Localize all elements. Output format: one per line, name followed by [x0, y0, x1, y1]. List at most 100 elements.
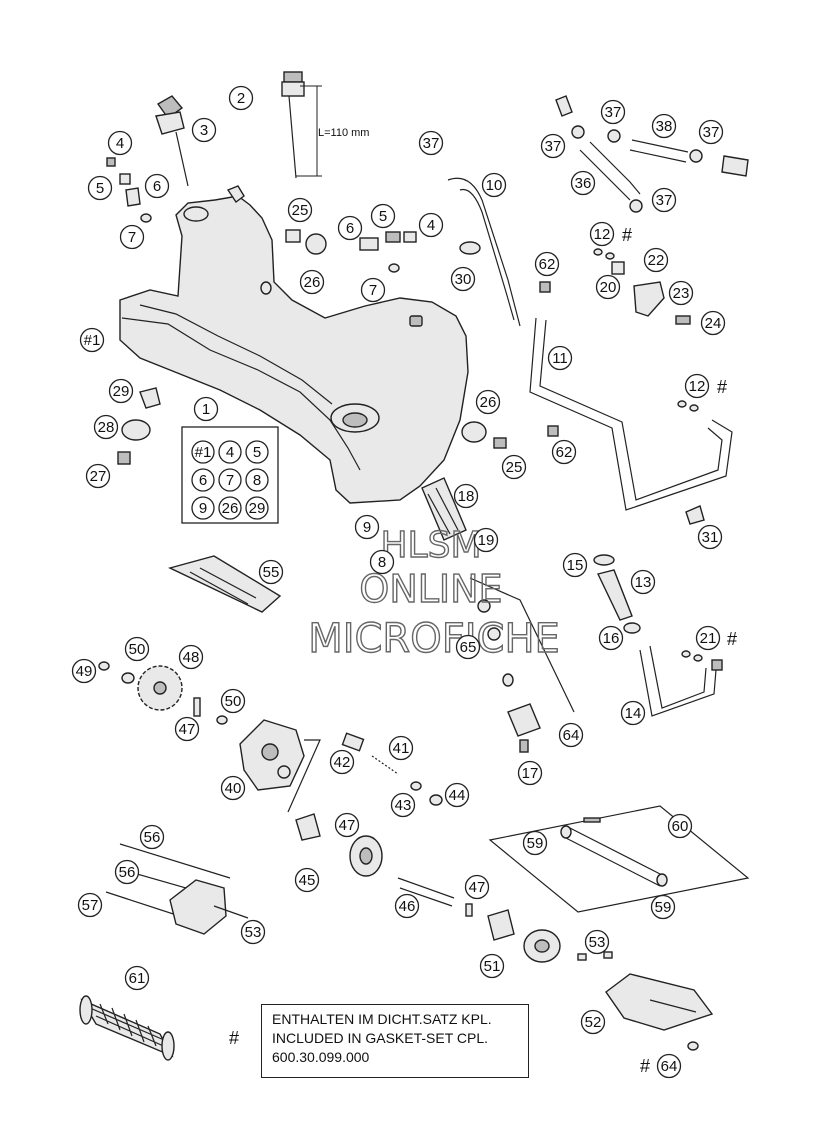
callout-c-6b-label: 6: [346, 220, 354, 237]
callout-c-31-label: 31: [702, 529, 719, 546]
kit-cell-2-label: 5: [253, 444, 261, 461]
callout-c-56b-label: 56: [119, 864, 136, 881]
callout-c-44-label: 44: [449, 787, 466, 804]
callout-c-46: 46: [394, 893, 420, 919]
callout-c-15-label: 15: [567, 557, 584, 574]
callout-c-53a: 53: [240, 919, 266, 945]
callout-c-12a-label: 12: [594, 226, 611, 243]
callout-c-22: 22: [643, 247, 669, 273]
callout-c-65: 65: [455, 634, 481, 660]
callout-c-13-label: 13: [635, 574, 652, 591]
callout-c-51: 51: [479, 953, 505, 979]
callout-c-37c: 37: [698, 119, 724, 145]
callout-c-53b: 53: [584, 929, 610, 955]
filter-screen: [421, 477, 575, 713]
callout-c-14: 14: [620, 700, 646, 726]
callout-c-40: 40: [220, 775, 246, 801]
callout-c-16: 16: [598, 625, 624, 651]
callout-c-47a: 47: [174, 716, 200, 742]
callout-c-30-label: 30: [455, 271, 472, 288]
kit-cell-6: 9: [191, 496, 215, 520]
callout-c-57: 57: [77, 892, 103, 918]
callout-c-25a: 25: [287, 197, 313, 223]
callout-c-26a: 26: [299, 269, 325, 295]
callout-c-61-label: 61: [129, 970, 146, 987]
callout-c-5a-label: 5: [96, 180, 104, 197]
callout-c-26b: 26: [475, 389, 501, 415]
oil-pipe-fitting: [502, 673, 541, 753]
callout-c-4b-label: 4: [427, 217, 435, 234]
callout-c-57-label: 57: [82, 897, 99, 914]
callout-c-17: 17: [517, 760, 543, 786]
callout-c-47b: 47: [334, 812, 360, 838]
callout-c-38: 38: [651, 113, 677, 139]
fittings-middle: [285, 229, 417, 273]
pump-housing: [239, 719, 321, 813]
callout-c-45: 45: [294, 867, 320, 893]
watermark-line3: MICROFICHE: [308, 616, 560, 662]
watermark-line1: HLSM: [380, 525, 481, 566]
callout-c-47a-label: 47: [179, 721, 196, 738]
callout-c-45-label: 45: [299, 872, 316, 889]
note-line-german: ENTHALTEN IM DICHT.SATZ KPL.: [272, 1011, 492, 1027]
callout-c-6a: 6: [144, 173, 170, 199]
callout-c-1: 1: [193, 396, 219, 422]
callout-c-1-label: 1: [202, 401, 210, 418]
callout-c-62a-label: 62: [539, 256, 556, 273]
kit-cell-7: 26: [218, 496, 242, 520]
callout-c-56b: 56: [114, 859, 140, 885]
callout-c-40-label: 40: [225, 780, 242, 797]
kit-cell-3: 6: [191, 468, 215, 492]
callout-c-25b: 25: [501, 454, 527, 480]
callout-c-20-label: 20: [600, 279, 617, 296]
callout-c-21-label: 21: [700, 630, 717, 647]
callout-c-48: 48: [178, 644, 204, 670]
callout-c-6a-label: 6: [153, 178, 161, 195]
callout-c-60: 60: [667, 813, 693, 839]
hash-layer: ####: [622, 225, 737, 1076]
callout-c-49: 49: [71, 658, 97, 684]
fittings-left: [106, 157, 152, 223]
callout-c-26b-label: 26: [480, 394, 497, 411]
callout-c-5b: 5: [370, 203, 396, 229]
callout-c-7b-label: 7: [369, 282, 377, 299]
kit-cell-2: 5: [245, 440, 269, 464]
callout-c-64a-label: 64: [563, 727, 580, 744]
scavenge-pump: [487, 909, 714, 1051]
callout-c-10: 10: [481, 172, 507, 198]
callout-c-46-label: 46: [399, 898, 416, 915]
callout-c-36-label: 36: [575, 175, 592, 192]
return-hoses: [593, 554, 723, 717]
kit-cell-0-label: #1: [195, 444, 212, 461]
callout-c-55: 55: [258, 559, 284, 585]
callout-c-29a: 29: [108, 378, 134, 404]
kit-cell-5: 8: [245, 468, 269, 492]
kit-cell-1-label: 4: [226, 444, 234, 461]
callout-c-53b-label: 53: [589, 934, 606, 951]
hash-mark-h-12b: #: [717, 377, 727, 397]
callout-c-37e: 37: [651, 187, 677, 213]
callout-c-41: 41: [388, 735, 414, 761]
callout-c-37a: 37: [418, 130, 444, 156]
callout-c-62b-label: 62: [556, 444, 573, 461]
note-line-english: INCLUDED IN GASKET-SET CPL.: [272, 1030, 489, 1046]
callout-c-56a: 56: [139, 824, 165, 850]
callout-c-59b-label: 59: [655, 899, 672, 916]
callout-c-50b: 50: [220, 688, 246, 714]
callout-c-38-label: 38: [656, 118, 673, 135]
callout-c-18: 18: [453, 483, 479, 509]
callout-c-16-label: 16: [603, 630, 620, 647]
dimension-label: L=110 mm: [318, 127, 369, 139]
callout-c-64a: 64: [558, 722, 584, 748]
callout-c-1h-label: #1: [84, 332, 101, 349]
relief-valve: [341, 732, 443, 806]
oil-filter: [79, 995, 175, 1061]
callout-c-19-label: 19: [478, 532, 495, 549]
callout-c-11: 11: [547, 345, 573, 371]
callout-c-24: 24: [700, 310, 726, 336]
pump-gear: [98, 661, 228, 725]
callout-c-30: 30: [450, 266, 476, 292]
callout-c-55-label: 55: [263, 564, 280, 581]
callout-c-5a: 5: [87, 175, 113, 201]
